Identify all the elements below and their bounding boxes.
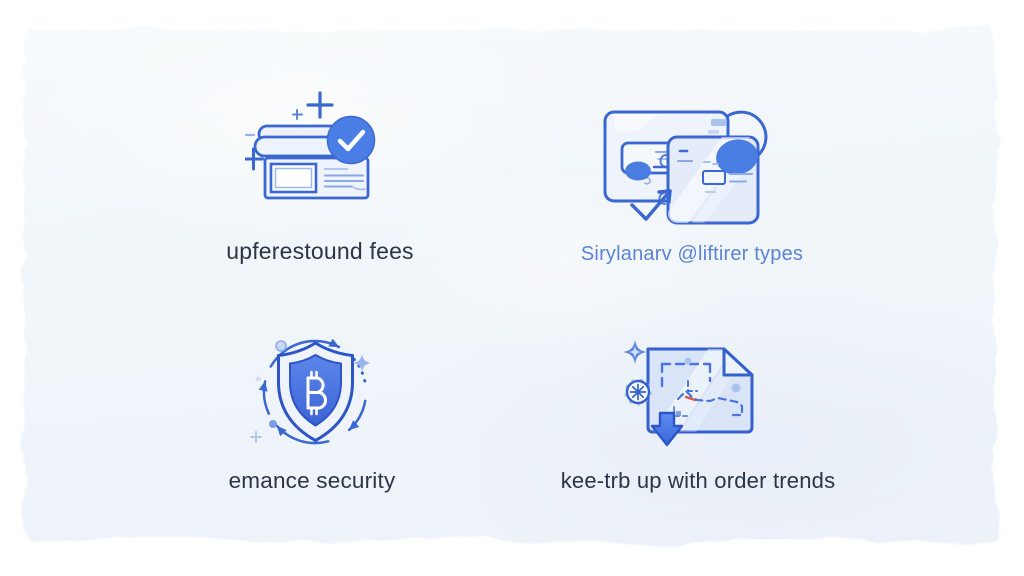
bitcoin-symbol [306,370,327,416]
feature-label-order-types: Sirylanarv @liftirer types [580,243,804,265]
feature-label-trends: kee-trb up with order trends [560,468,836,493]
sparkle-icon [353,354,371,372]
sparkle-icon [623,340,647,364]
download-arrow-icon [650,411,684,447]
invoice-approved-icon [245,91,376,200]
compass-icon [624,378,652,406]
paper-panel [24,30,996,540]
bitcoin-shield-icon [250,338,371,445]
market-map-download-icon [623,340,754,447]
feature-label-security: emance security [228,468,396,493]
payment-cards-sync-icon [603,110,768,225]
feature-label-fees: upferestound fees [226,238,414,264]
route-alert-segment [684,395,697,402]
